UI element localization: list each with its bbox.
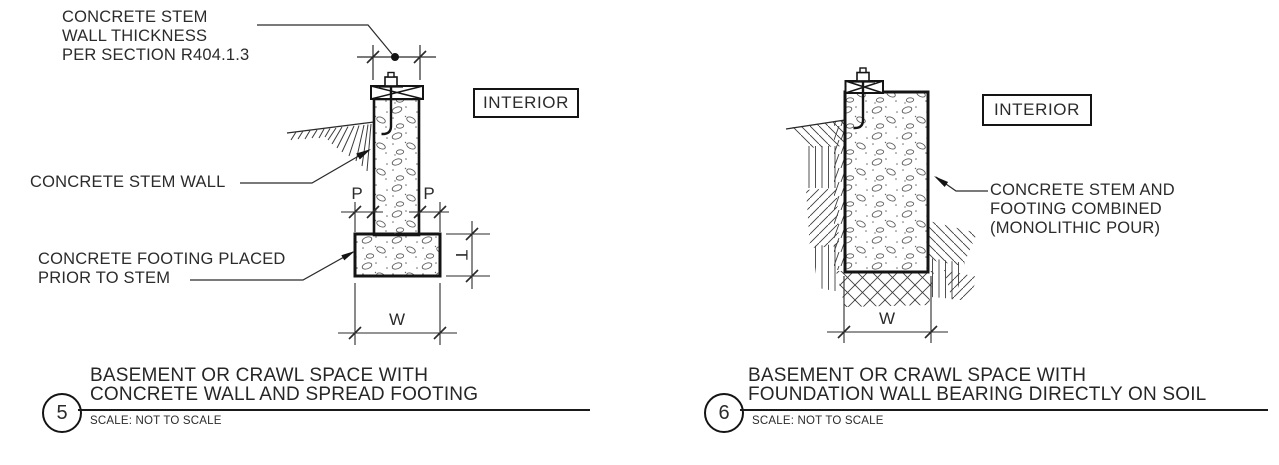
callout-line: PER SECTION R404.1.3 bbox=[62, 46, 250, 64]
callout-line: PRIOR TO STEM bbox=[38, 269, 171, 287]
detail-number: 5 bbox=[56, 401, 68, 424]
dim-label-p-left: P bbox=[351, 184, 363, 203]
anchor-bolt bbox=[379, 71, 403, 136]
title-line: FOUNDATION WALL BEARING DIRECTLY ON SOIL bbox=[748, 383, 1207, 405]
callout-line: CONCRETE STEM AND bbox=[990, 181, 1175, 199]
monolithic-wall-footing bbox=[843, 90, 930, 274]
wall-thickness-dimension bbox=[257, 24, 436, 80]
leader-dot bbox=[391, 53, 399, 61]
detail-title: BASEMENT OR CRAWL SPACE WITH FOUNDATION … bbox=[748, 365, 1207, 405]
title-line: BASEMENT OR CRAWL SPACE WITH bbox=[90, 365, 429, 386]
interior-label-box: INTERIOR bbox=[473, 88, 579, 118]
detail-6-drawing bbox=[785, 67, 988, 343]
footing-leader bbox=[190, 251, 355, 281]
detail-5-drawing bbox=[190, 24, 490, 345]
anchor-bolt bbox=[851, 67, 875, 130]
sill-plate bbox=[370, 85, 424, 100]
callout-stem-wall: CONCRETE STEM WALL bbox=[30, 173, 226, 191]
grade-line bbox=[785, 119, 846, 130]
interior-label: INTERIOR bbox=[993, 100, 1081, 119]
title-underline bbox=[740, 409, 1268, 412]
detail-number: 6 bbox=[718, 401, 730, 424]
detail-number-bubble: 5 bbox=[42, 393, 82, 433]
callout-line: CONCRETE STEM bbox=[62, 8, 208, 26]
thickness-leader-line bbox=[257, 24, 393, 55]
callout-monolithic: CONCRETE STEM AND FOOTING COMBINED (MONO… bbox=[990, 181, 1175, 238]
grade-line-and-hatch bbox=[286, 121, 375, 172]
dim-label-t: T bbox=[452, 249, 471, 261]
concrete-footing bbox=[353, 232, 442, 278]
interior-label-box: INTERIOR bbox=[982, 94, 1092, 126]
callout-stem-thickness: CONCRETE STEM WALL THICKNESS PER SECTION… bbox=[62, 8, 249, 65]
title-line: BASEMENT OR CRAWL SPACE WITH bbox=[748, 365, 1087, 386]
dim-label-w: W bbox=[388, 310, 406, 329]
scale-note: SCALE: NOT TO SCALE bbox=[752, 415, 884, 427]
projection-dimensions bbox=[341, 202, 449, 232]
title-underline bbox=[78, 409, 590, 412]
callout-line: FOOTING COMBINED bbox=[990, 200, 1162, 218]
detail-title: BASEMENT OR CRAWL SPACE WITH CONCRETE WA… bbox=[90, 365, 479, 405]
dim-label-w: W bbox=[878, 309, 896, 328]
arrowhead bbox=[356, 149, 371, 160]
concrete-stem-wall bbox=[372, 97, 421, 237]
dim-label-p-right: P bbox=[423, 184, 435, 203]
callout-line: WALL THICKNESS bbox=[62, 27, 208, 45]
callout-line: (MONOLITHIC POUR) bbox=[990, 219, 1161, 237]
detail-number-bubble: 6 bbox=[704, 393, 744, 433]
interior-label: INTERIOR bbox=[482, 93, 570, 112]
callout-line: CONCRETE FOOTING PLACED bbox=[38, 250, 286, 268]
title-line: CONCRETE WALL AND SPREAD FOOTING bbox=[90, 383, 479, 405]
footing-width-dimension bbox=[338, 283, 457, 345]
monolithic-leader bbox=[934, 176, 988, 192]
callout-footing: CONCRETE FOOTING PLACED PRIOR TO STEM bbox=[38, 250, 286, 288]
arrowhead bbox=[341, 251, 355, 261]
sill-plate bbox=[844, 80, 884, 94]
arrowhead bbox=[934, 176, 949, 187]
wall-width-dimension bbox=[827, 276, 948, 343]
stem-wall-leader bbox=[240, 149, 371, 184]
scale-note: SCALE: NOT TO SCALE bbox=[90, 415, 222, 427]
footing-thickness-dimension bbox=[446, 221, 490, 289]
